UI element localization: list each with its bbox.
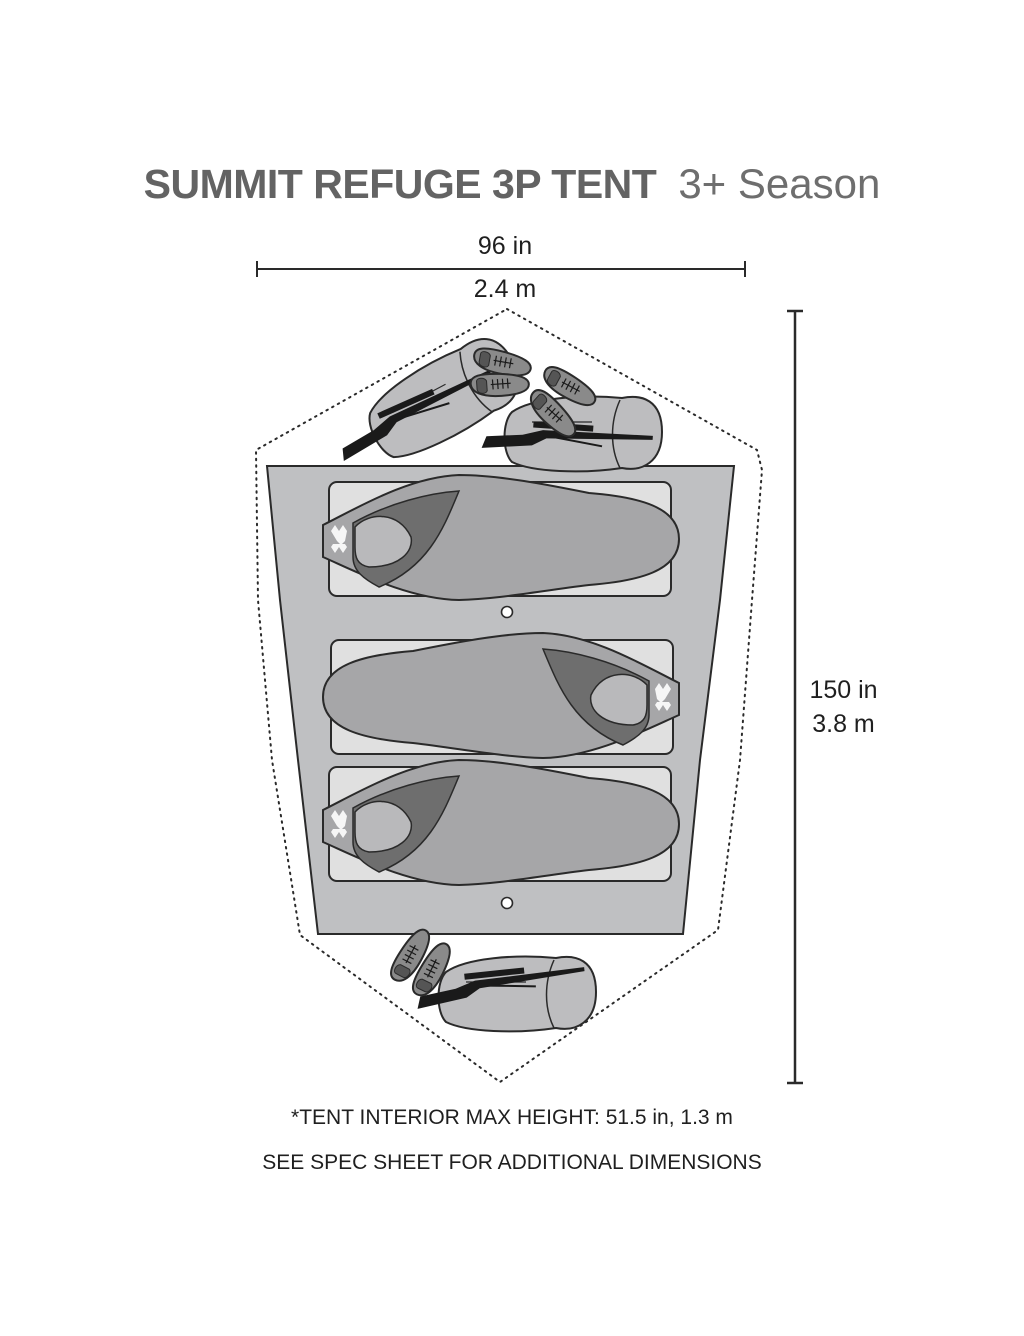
product-name: SUMMIT REFUGE 3P TENT xyxy=(143,161,657,207)
length-dimension-line xyxy=(787,309,803,1085)
length-inches-label: 150 in xyxy=(809,676,878,704)
pole-hub-icon xyxy=(500,605,514,619)
sleeping-bag-2 xyxy=(322,632,680,759)
width-meters-label: 2.4 m xyxy=(473,275,537,303)
pole-hub-icon xyxy=(500,896,514,910)
max-height-note: *TENT INTERIOR MAX HEIGHT: 51.5 in, 1.3 … xyxy=(291,1106,733,1129)
length-meters-label: 3.8 m xyxy=(812,710,875,738)
width-dimension-line xyxy=(256,261,746,277)
sleeping-bag-3 xyxy=(322,759,680,886)
season-rating: 3+ Season xyxy=(678,160,881,207)
vestibule-outline xyxy=(254,307,764,1084)
page-title: SUMMIT REFUGE 3P TENT 3+ Season xyxy=(0,160,1024,208)
width-inches-label: 96 in xyxy=(477,232,533,260)
sleeping-bag-1 xyxy=(322,474,680,601)
spec-sheet-note: SEE SPEC SHEET FOR ADDITIONAL DIMENSIONS xyxy=(262,1151,762,1174)
